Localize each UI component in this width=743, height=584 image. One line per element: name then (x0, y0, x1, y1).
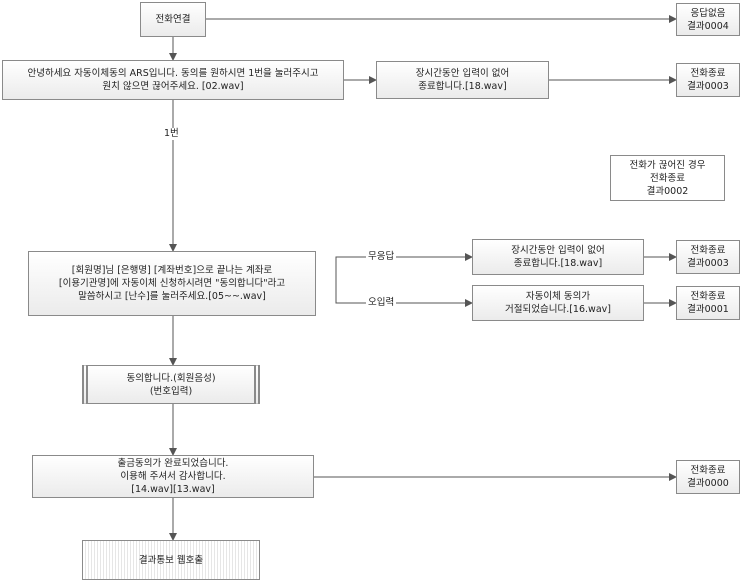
node-hangup-note: 전화가 끊어진 경우 전화종료 결과0002 (610, 155, 725, 201)
node-timeout-1: 장시간동안 입력이 없어 종료합니다.[18.wav] (376, 61, 549, 99)
node-consent-prompt: [회원명]님 [은행명] [계좌번호]으로 끝나는 계좌로 [이용기관명]에 자… (28, 251, 316, 316)
node-greeting: 안녕하세요 자동이체동의 ARS입니다. 동의를 원하시면 1번을 눌러주시고 … (2, 60, 344, 100)
edge-consent-to-wronginput (335, 283, 473, 307)
node-agree-voice: 동의합니다.(회원음성) (번호입력) (82, 365, 260, 404)
node-no-answer: 응답없음 결과0004 (676, 3, 740, 36)
node-end-0003-b: 전화종료 결과0003 (676, 240, 740, 274)
edge-label-wrong-input: 오입력 (366, 297, 397, 309)
node-end-0001: 전화종료 결과0001 (676, 286, 740, 320)
edge-consent-to-noresponse (335, 253, 473, 283)
node-end-0000: 전화종료 결과0000 (676, 460, 740, 494)
edge-label-press-1: 1번 (162, 128, 181, 140)
edge-label-no-response: 무응답 (366, 251, 397, 263)
node-rejected: 자동이체 동의가 거절되었습니다.[16.wav] (472, 285, 644, 321)
node-timeout-2: 장시간동안 입력이 없어 종료합니다.[18.wav] (472, 239, 644, 275)
node-end-0003-a: 전화종료 결과0003 (676, 63, 740, 97)
node-result-callback: 결과통보 웹호출 (82, 540, 260, 580)
node-call-connect: 전화연결 (140, 2, 206, 37)
node-complete: 출금동의가 완료되었습니다. 이용해 주셔서 감사합니다. [14.wav][1… (32, 455, 314, 498)
